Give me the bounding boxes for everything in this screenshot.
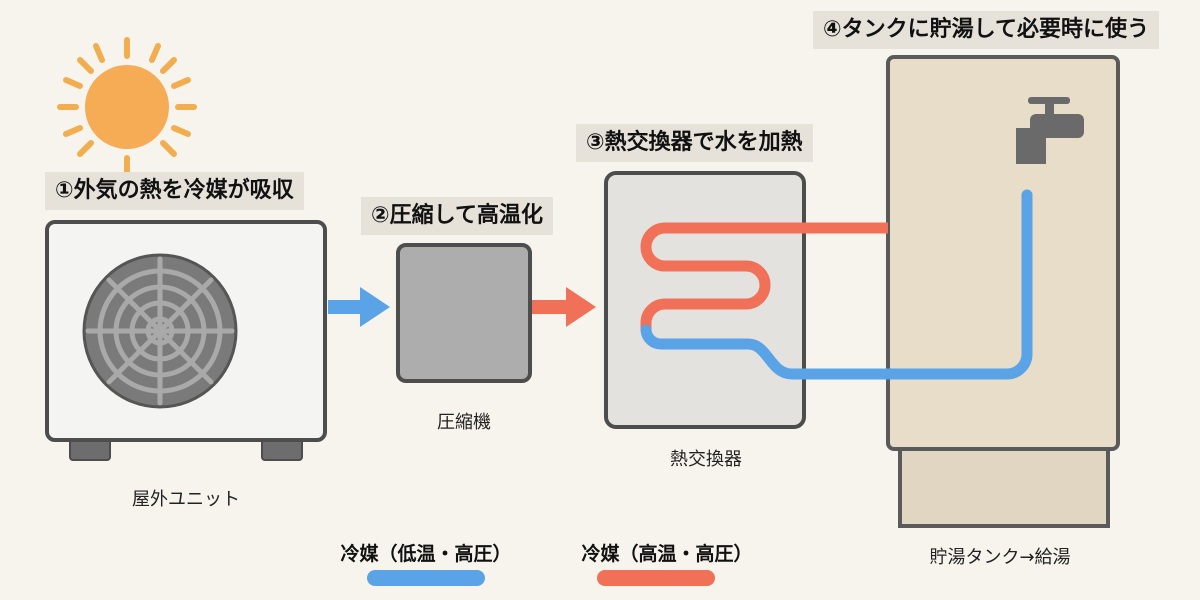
- fan-grille-icon: [82, 253, 238, 409]
- legend-hot-swatch: [597, 570, 715, 586]
- sun-icon: [57, 37, 197, 177]
- compressor-caption: 圧縮機: [437, 412, 491, 433]
- outdoor-unit-caption: 屋外ユニット: [132, 489, 240, 510]
- step-4-label: ④タンクに貯湯して必要時に使う: [813, 11, 1159, 49]
- tank-caption: 貯湯タンク→給湯: [929, 547, 1071, 568]
- cold-refrigerant-pipe: [640, 189, 1033, 380]
- legend-cold-label: 冷媒（低温・高圧）: [340, 543, 512, 565]
- compressor-box: [396, 243, 532, 383]
- step-3-label: ③熱交換器で水を加熱: [576, 124, 813, 162]
- hot-flow-arrow: [532, 287, 596, 327]
- heat-exchanger-caption: 熱交換器: [670, 449, 742, 470]
- cold-flow-arrow: [328, 287, 390, 327]
- legend-hot-label: 冷媒（高温・高圧）: [581, 543, 753, 565]
- legend-cold-swatch: [367, 570, 485, 586]
- outdoor-unit: [45, 220, 327, 461]
- faucet-icon: [1016, 97, 1084, 164]
- step-2-label: ②圧縮して高温化: [361, 197, 553, 235]
- storage-tank: [886, 55, 1120, 528]
- step-1-label: ①外気の熱を冷媒が吸収: [45, 172, 304, 210]
- hot-refrigerant-pipe: [640, 222, 888, 330]
